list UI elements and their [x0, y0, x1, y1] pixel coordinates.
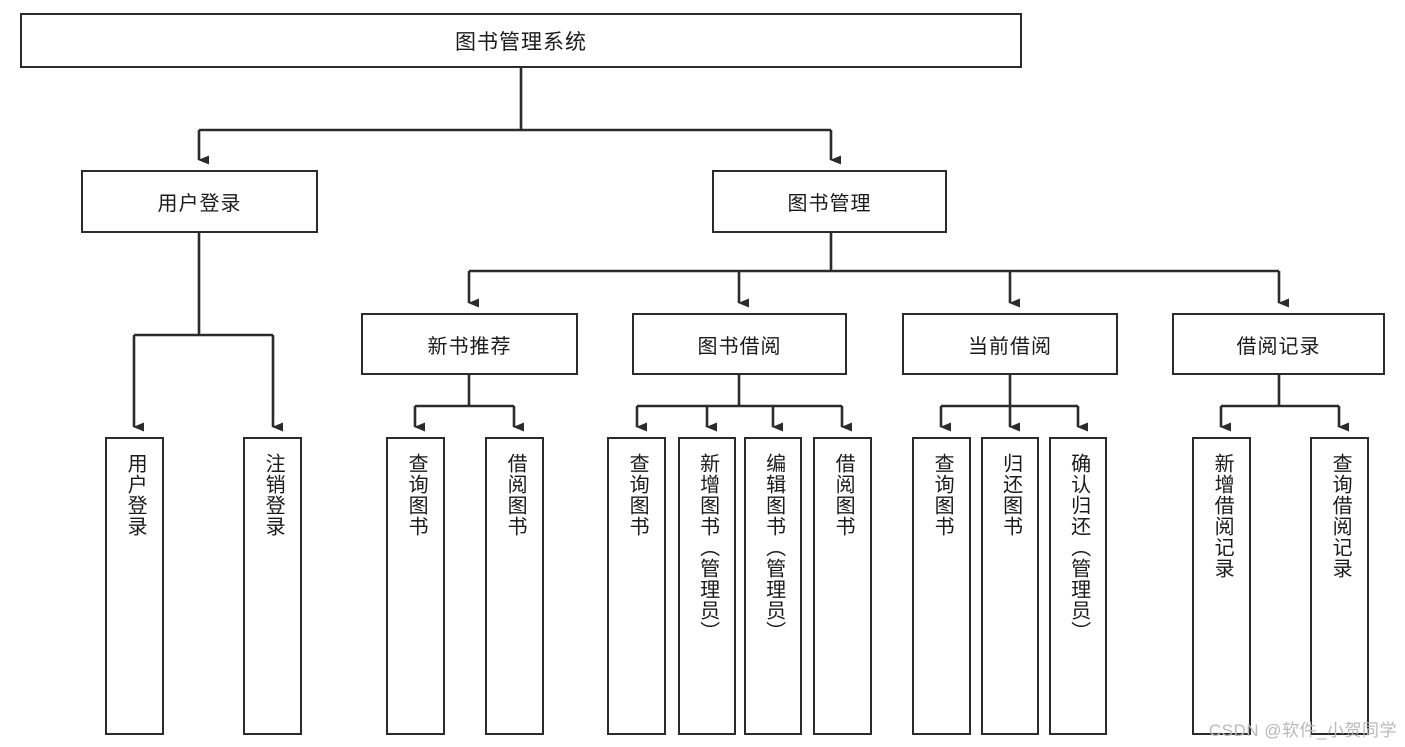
leaf-query-borrow-record[interactable]: 查询借阅记录 [1310, 437, 1369, 735]
leaf-query-borrow-record-label: 查询借阅记录 [1329, 453, 1352, 579]
leaf-logout-label: 注销登录 [262, 453, 285, 537]
node-user-login-label: 用户登录 [157, 193, 242, 215]
leaf-add-borrow-record-label: 新增借阅记录 [1211, 453, 1234, 579]
leaf-query-book-1[interactable]: 查询图书 [386, 437, 445, 735]
leaf-edit-book-label: 编辑图书（管理员） [762, 453, 785, 642]
leaf-borrow-book-2-label: 借阅图书 [832, 453, 855, 537]
node-current-borrow[interactable]: 当前借阅 [902, 313, 1118, 375]
leaf-return-book[interactable]: 归还图书 [981, 437, 1039, 735]
leaf-borrow-book-1-label: 借阅图书 [504, 453, 527, 537]
node-new-book-recommend[interactable]: 新书推荐 [361, 313, 578, 375]
node-book-management-label: 图书管理 [787, 193, 872, 215]
leaf-confirm-return[interactable]: 确认归还（管理员） [1049, 437, 1107, 735]
node-book-borrow-label: 图书借阅 [697, 335, 782, 358]
node-root-label: 图书管理系统 [455, 30, 587, 54]
leaf-confirm-return-label: 确认归还（管理员） [1067, 453, 1090, 642]
node-current-borrow-label: 当前借阅 [968, 335, 1052, 358]
leaf-user-login-label: 用户登录 [124, 453, 147, 537]
node-user-login[interactable]: 用户登录 [81, 170, 318, 233]
node-root[interactable]: 图书管理系统 [20, 13, 1022, 68]
leaf-add-borrow-record[interactable]: 新增借阅记录 [1192, 437, 1251, 735]
node-book-management[interactable]: 图书管理 [712, 170, 947, 233]
leaf-edit-book[interactable]: 编辑图书（管理员） [744, 437, 802, 735]
node-book-borrow[interactable]: 图书借阅 [632, 313, 847, 375]
leaf-query-book-3-label: 查询图书 [931, 453, 954, 537]
leaf-query-book-3[interactable]: 查询图书 [912, 437, 971, 735]
node-new-book-recommend-label: 新书推荐 [427, 335, 512, 358]
leaf-add-book[interactable]: 新增图书（管理员） [678, 437, 736, 735]
leaf-query-book-2[interactable]: 查询图书 [607, 437, 666, 735]
leaf-query-book-1-label: 查询图书 [405, 453, 428, 537]
leaf-logout[interactable]: 注销登录 [243, 437, 302, 735]
leaf-return-book-label: 归还图书 [999, 453, 1022, 537]
leaf-add-book-label: 新增图书（管理员） [696, 453, 719, 642]
leaf-user-login[interactable]: 用户登录 [105, 437, 164, 735]
leaf-query-book-2-label: 查询图书 [626, 453, 649, 537]
node-borrow-record-label: 借阅记录 [1236, 335, 1321, 358]
node-borrow-record[interactable]: 借阅记录 [1172, 313, 1385, 375]
leaf-borrow-book-1[interactable]: 借阅图书 [485, 437, 544, 735]
leaf-borrow-book-2[interactable]: 借阅图书 [813, 437, 872, 735]
